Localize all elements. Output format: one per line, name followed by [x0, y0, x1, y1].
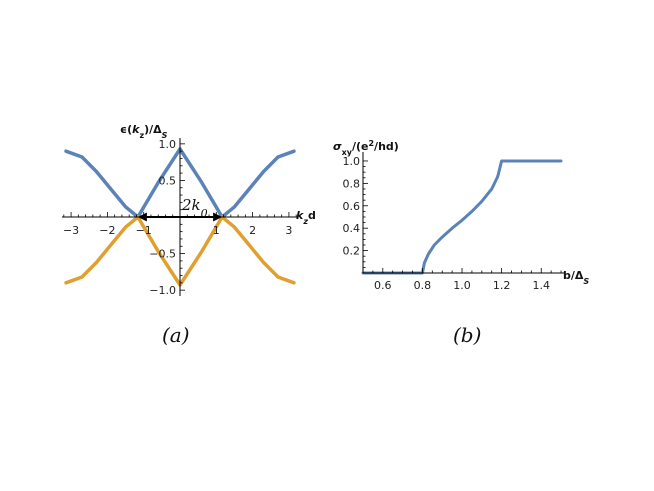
panel-b-y-tick-label: 0.2	[343, 245, 361, 258]
panel-a-x-tick-label: −2	[99, 224, 115, 237]
panel-b-x-tick-label: 1.4	[532, 279, 550, 292]
panel-b-y-tick-label: 0.6	[343, 200, 361, 213]
panel-b: 0.6 0.8 1.0 1.2 1.4 0.2 0.4 0.6 0.8 1.0 σxy/(e2/h…	[333, 139, 589, 348]
panel-b-axes	[362, 152, 565, 274]
panel-a-xlabel: kzd	[296, 209, 316, 226]
panel-a-ticks: −3 −2 −1 1 2 3 −1.0 −0.5 0.5 1.0	[63, 138, 297, 297]
panel-a-y-tick-label: 1.0	[159, 138, 177, 151]
panel-b-ticks: 0.6 0.8 1.0 1.2 1.4 0.2 0.4 0.6 0.8 1.0	[343, 155, 562, 292]
two-k0-arrowhead-left	[137, 212, 147, 222]
panel-a-ylabel: ϵ(kz)/ΔS	[120, 123, 168, 140]
panel-b-x-tick-label: 0.6	[374, 279, 392, 292]
two-k0-arrowhead-right	[213, 212, 223, 222]
panel-b-curves	[361, 159, 563, 275]
panel-a-y-tick-label: 0.5	[159, 174, 177, 187]
panel-a-label: (a)	[162, 323, 190, 347]
panel-a-x-tick-label: −1	[136, 224, 152, 237]
panel-b-x-tick-label: 1.2	[493, 279, 511, 292]
panel-b-label: (b)	[453, 323, 481, 347]
panel-a-x-tick-label: 2	[249, 224, 256, 237]
panel-b-y-tick-label: 1.0	[343, 155, 361, 168]
panel-a-x-tick-label: −3	[63, 224, 79, 237]
panel-a-y-tick-label: −1.0	[149, 284, 176, 297]
panel-b-y-tick-label: 0.8	[343, 177, 361, 190]
panel-b-x-tick-label: 0.8	[414, 279, 432, 292]
panel-b-y-tick-label: 0.4	[343, 222, 361, 235]
hall-conductivity-line	[361, 159, 563, 275]
panel-b-xlabel: b/ΔS	[563, 269, 589, 286]
panel-a-y-tick-label: −0.5	[149, 248, 176, 261]
panel-a-x-tick-label: 3	[285, 224, 292, 237]
panel-b-ylabel: σxy/(e2/hd)	[333, 139, 399, 157]
panel-b-x-tick-label: 1.0	[453, 279, 471, 292]
panel-a-x-tick-label: 1	[213, 224, 220, 237]
